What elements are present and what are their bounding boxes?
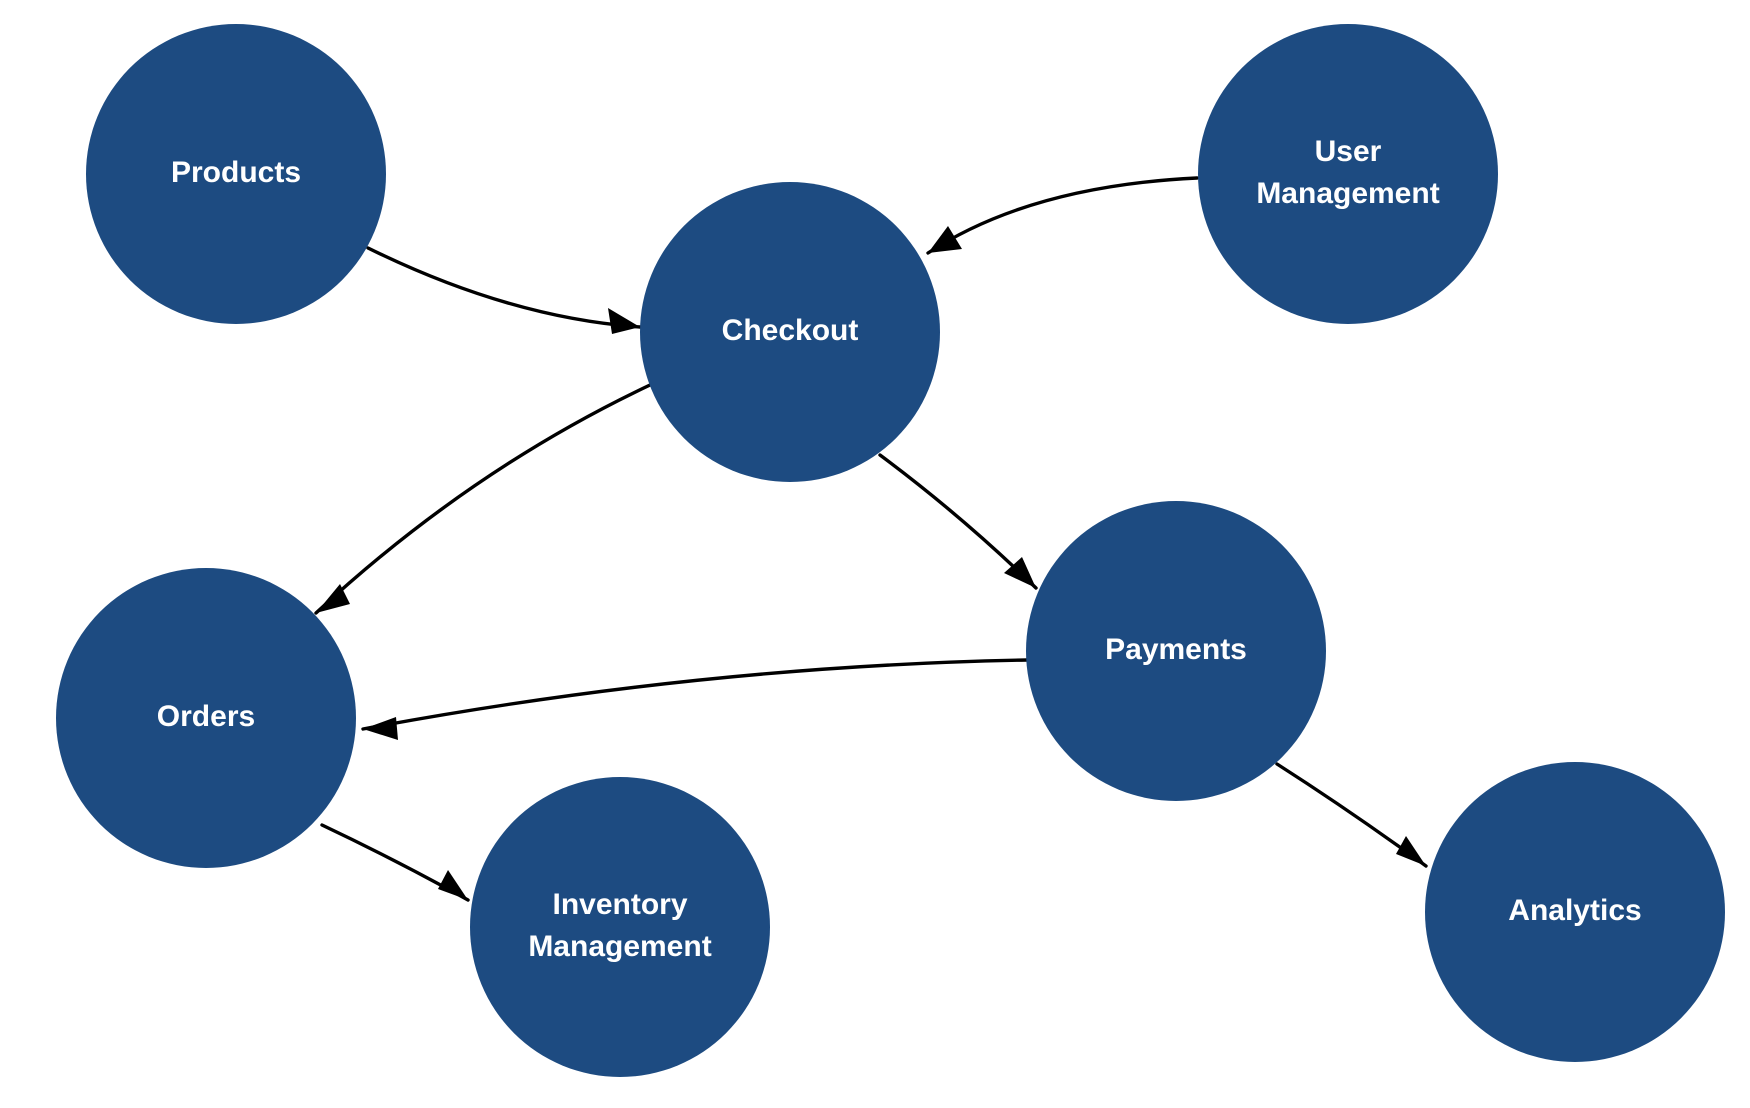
node-analytics[interactable]: Analytics <box>1425 762 1725 1062</box>
edge-checkout-to-orders <box>314 383 652 615</box>
edge-orders-to-inventory <box>320 823 470 902</box>
node-circle[interactable] <box>86 24 386 324</box>
node-circle[interactable] <box>1026 501 1326 801</box>
node-circle[interactable] <box>1198 24 1498 324</box>
edge-line <box>926 176 1199 255</box>
node-orders[interactable]: Orders <box>56 568 356 868</box>
node-products[interactable]: Products <box>86 24 386 324</box>
arrowhead-icon <box>438 870 468 900</box>
edge-line <box>361 658 1029 731</box>
arrowhead-icon <box>928 226 962 253</box>
edge-payments-to-orders <box>361 658 1029 740</box>
arrowhead-icon <box>1396 836 1426 866</box>
arrowhead-icon <box>316 584 350 613</box>
node-circle[interactable] <box>1425 762 1725 1062</box>
edge-products-to-checkout <box>366 246 642 334</box>
node-checkout[interactable]: Checkout <box>640 182 940 482</box>
arrowhead-icon <box>608 308 640 334</box>
node-circle[interactable] <box>470 777 770 1077</box>
node-payments[interactable]: Payments <box>1026 501 1326 801</box>
arrowhead-icon <box>363 717 398 740</box>
node-circle[interactable] <box>640 182 940 482</box>
edge-line <box>366 246 642 329</box>
edge-payments-to-analytics <box>1275 762 1428 868</box>
node-circle[interactable] <box>56 568 356 868</box>
edge-user-management-to-checkout <box>926 176 1199 255</box>
edge-checkout-to-payments <box>878 453 1038 590</box>
edge-line <box>314 383 652 615</box>
edge-layer <box>314 176 1428 902</box>
arrowhead-icon <box>1004 557 1036 588</box>
